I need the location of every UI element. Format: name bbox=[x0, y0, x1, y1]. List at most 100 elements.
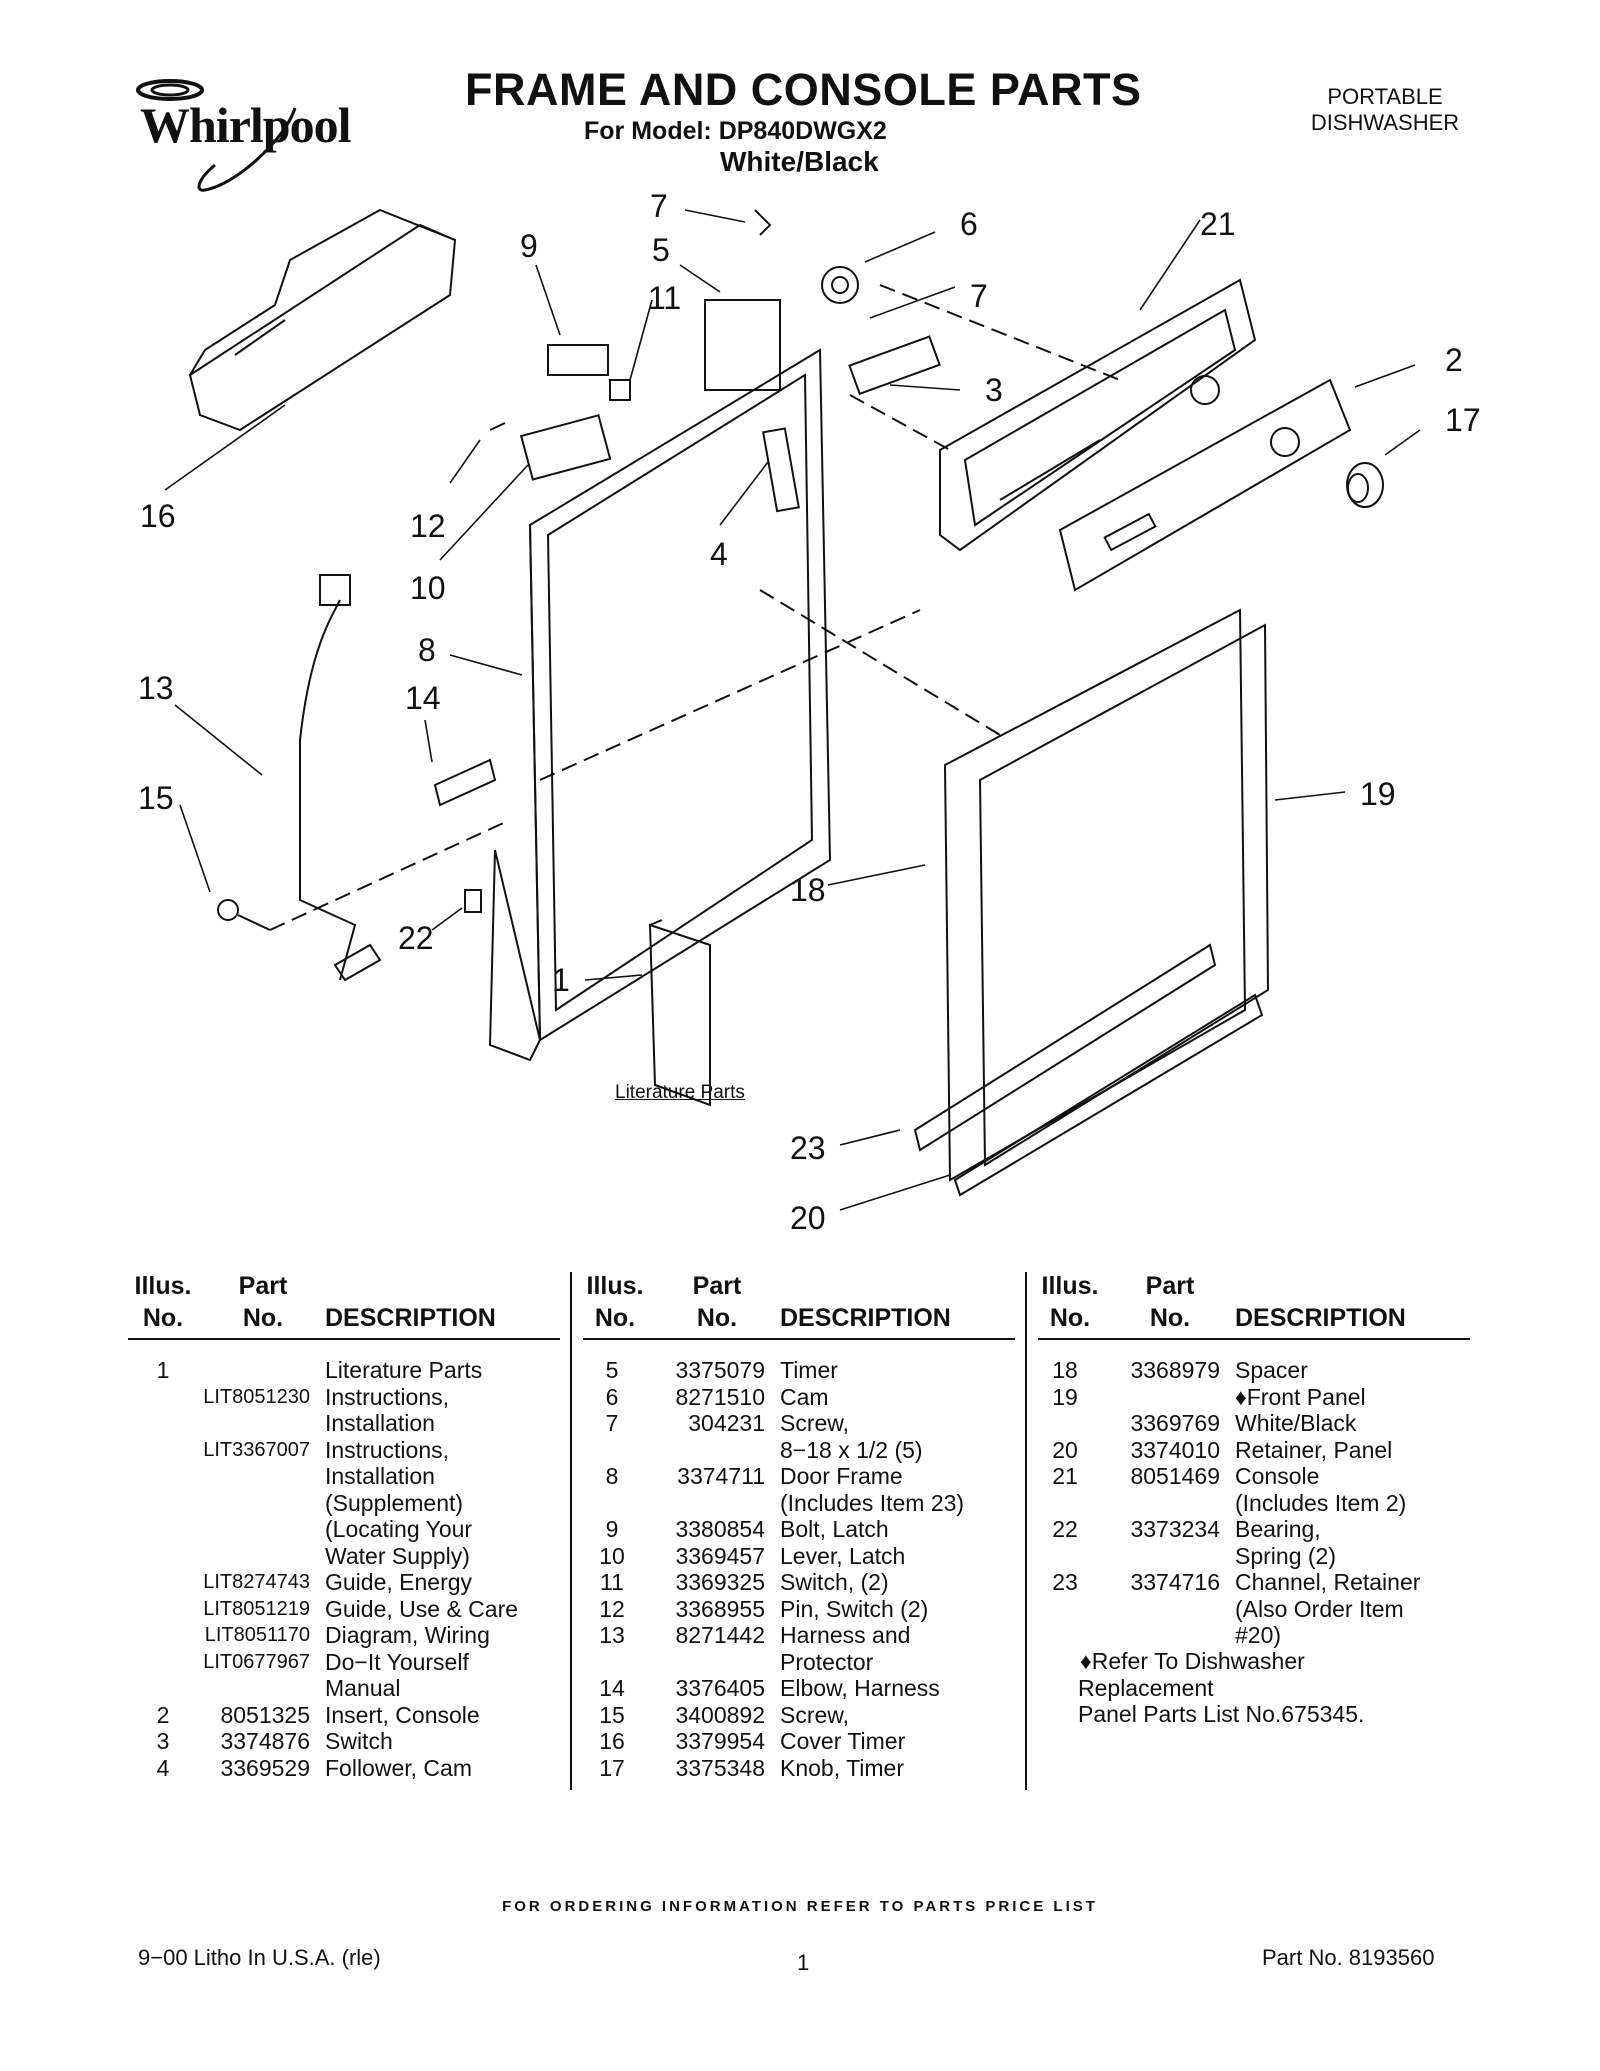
description: (Supplement) bbox=[325, 1489, 464, 1516]
callout-16: 16 bbox=[140, 498, 176, 534]
part-no: 3369769 bbox=[1130, 1410, 1220, 1436]
table-row: Manual bbox=[0, 1675, 570, 1702]
part-no: 3374716 bbox=[1130, 1569, 1220, 1595]
part-no: 3373234 bbox=[1130, 1516, 1220, 1542]
part-header-line2: No. bbox=[1149, 1304, 1191, 1332]
model-line: For Model: DP840DWGX2 bbox=[584, 117, 887, 145]
table-row: 8−18 x 1/2 (5) bbox=[0, 1437, 1025, 1464]
description: Timer bbox=[780, 1357, 838, 1383]
harness-drawing bbox=[217, 574, 497, 982]
description: Console bbox=[1235, 1463, 1320, 1489]
description: Literature Parts bbox=[325, 1357, 483, 1383]
description: Do−It Yourself bbox=[325, 1648, 469, 1675]
callout-2: 2 bbox=[1445, 342, 1463, 378]
col1-illus-header: Illus. No. bbox=[128, 1270, 198, 1334]
col3-illus-header: Illus. No. bbox=[1035, 1270, 1105, 1334]
part-header-line1: Part bbox=[238, 1272, 288, 1300]
callout-10: 10 bbox=[410, 570, 446, 606]
table-row: (Also Order Item bbox=[0, 1596, 1600, 1623]
table-row: Protector bbox=[0, 1649, 1025, 1676]
product-type-line1: PORTABLE bbox=[1327, 84, 1443, 109]
illus-no: 12 bbox=[599, 1595, 625, 1622]
description: ♦Front Panel bbox=[1235, 1383, 1366, 1410]
col1-desc-header: DESCRIPTION bbox=[325, 1304, 496, 1332]
col3-header-rule bbox=[1038, 1338, 1470, 1340]
part-no: 3400892 bbox=[675, 1701, 765, 1728]
table-row: #20) bbox=[0, 1622, 1600, 1649]
col1-header-rule bbox=[128, 1338, 560, 1340]
part-no: LIT8051230 bbox=[203, 1385, 310, 1408]
timer-cover-drawing bbox=[188, 208, 457, 432]
part-no: 8051325 bbox=[220, 1701, 310, 1728]
ordering-note: FOR ORDERING INFORMATION REFER TO PARTS … bbox=[502, 1898, 1098, 1915]
callout-11: 11 bbox=[648, 280, 682, 316]
callout-3: 3 bbox=[985, 372, 1003, 408]
col2-part-header: Part No. bbox=[682, 1270, 752, 1334]
callout-17: 17 bbox=[1445, 402, 1481, 438]
illus-no: 7 bbox=[605, 1410, 619, 1436]
illus-no: 19 bbox=[1052, 1383, 1078, 1410]
illus-no: 21 bbox=[1052, 1463, 1078, 1489]
description: Insert, Console bbox=[325, 1701, 480, 1728]
part-no: 3369529 bbox=[220, 1754, 310, 1781]
col2-illus-header: Illus. No. bbox=[580, 1270, 650, 1334]
description: Lever, Latch bbox=[780, 1542, 906, 1569]
part-no: 3379954 bbox=[675, 1728, 765, 1754]
brand-wordmark: Whirlpool bbox=[140, 97, 351, 153]
description: Switch bbox=[325, 1728, 393, 1754]
description: (Includes Item 23) bbox=[780, 1489, 965, 1516]
console-drawing bbox=[939, 278, 1257, 552]
part-no: 3368955 bbox=[675, 1595, 765, 1622]
description: White/Black bbox=[1235, 1410, 1357, 1436]
illus-header-line2: No. bbox=[142, 1304, 184, 1332]
part-no: 3376405 bbox=[675, 1675, 765, 1701]
callout-23: 23 bbox=[790, 1130, 826, 1166]
description: Bearing, bbox=[1235, 1516, 1321, 1542]
description: Guide, Energy bbox=[325, 1569, 473, 1595]
diagram-drawing bbox=[164, 208, 1421, 1211]
exploded-parts-diagram: 7 6 21 9 5 11 7 2 3 17 16 12 10 4 8 13 1… bbox=[0, 180, 1600, 1240]
description: Knob, Timer bbox=[780, 1754, 904, 1781]
table-row: 19 ♦Front Panel bbox=[0, 1384, 1600, 1411]
description: Screw, bbox=[780, 1410, 850, 1436]
illus-no: 17 bbox=[599, 1754, 625, 1781]
description: Channel, Retainer bbox=[1235, 1569, 1421, 1595]
part-no: 8051469 bbox=[1130, 1463, 1220, 1489]
description: (Also Order Item bbox=[1235, 1595, 1404, 1622]
callout-20: 20 bbox=[790, 1200, 826, 1236]
description: Guide, Use & Care bbox=[325, 1595, 519, 1622]
description: #20) bbox=[1235, 1622, 1282, 1648]
leader-arrows bbox=[164, 209, 1421, 1211]
description: Retainer, Panel bbox=[1235, 1436, 1393, 1463]
part-no: 3369325 bbox=[675, 1569, 765, 1595]
table-row: 21 8051469 Console bbox=[0, 1463, 1600, 1490]
callout-13: 13 bbox=[138, 670, 174, 706]
col3-part-header: Part No. bbox=[1135, 1270, 1205, 1334]
page-title: FRAME AND CONSOLE PARTS bbox=[465, 64, 1142, 115]
table-row: Installation bbox=[0, 1463, 570, 1490]
note-line2: Replacement bbox=[1078, 1674, 1214, 1701]
illus-no: 5 bbox=[605, 1357, 619, 1383]
whirlpool-logo: Whirlpool bbox=[125, 60, 375, 200]
part-no: 3368979 bbox=[1130, 1357, 1220, 1383]
callout-9: 9 bbox=[520, 228, 538, 264]
callout-18: 18 bbox=[790, 872, 826, 908]
description: Door Frame bbox=[780, 1463, 903, 1489]
description: (Includes Item 2) bbox=[1235, 1489, 1407, 1516]
